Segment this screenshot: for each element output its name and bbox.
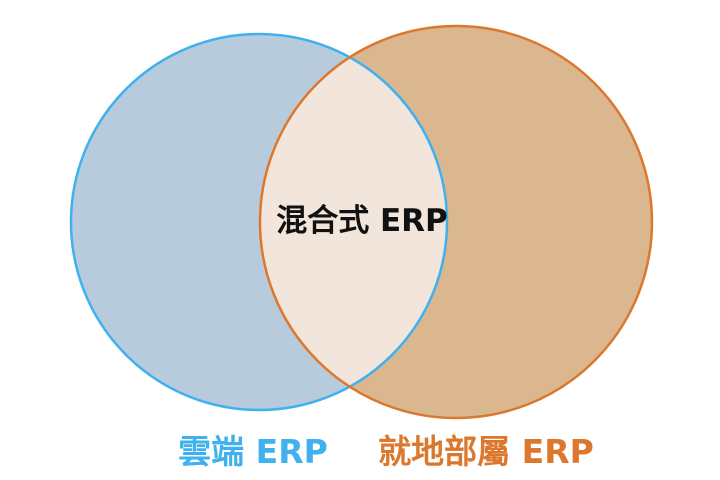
hybrid-erp-label: 混合式 ERP (276, 203, 448, 239)
cloud-erp-outline (69, 32, 449, 412)
on-premise-erp-label: 就地部屬 ERP (378, 432, 594, 471)
cloud-erp-label: 雲端 ERP (178, 432, 328, 471)
hybrid-erp-intersection (260, 34, 447, 410)
on-premise-erp-outline (258, 24, 654, 420)
